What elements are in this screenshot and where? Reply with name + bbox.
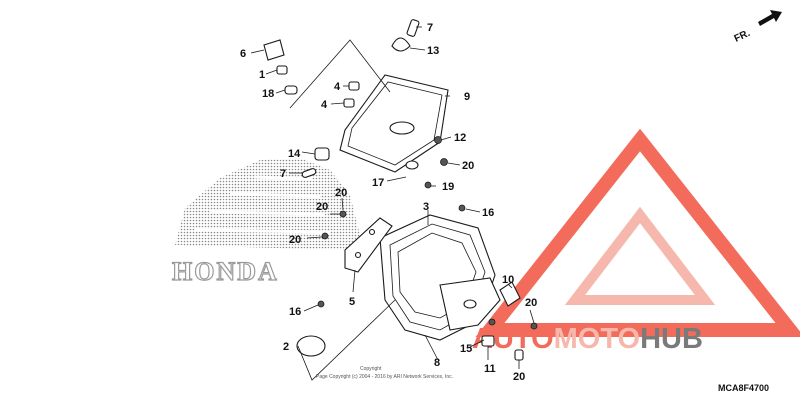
front-direction-arrow bbox=[758, 10, 782, 26]
callout-17: 17 bbox=[372, 177, 384, 189]
callout-20: 20 bbox=[513, 371, 525, 383]
callout-20: 20 bbox=[289, 234, 301, 246]
callout-labels: 7 13 6 1 18 4 4 9 14 12 20 7 17 19 20 20… bbox=[240, 22, 537, 383]
direction-label: FR. bbox=[733, 28, 752, 45]
callout-18: 18 bbox=[262, 88, 274, 100]
callout-20: 20 bbox=[335, 187, 347, 199]
callout-6: 6 bbox=[240, 48, 246, 60]
copyright-text: Page Copyright (c) 2004 - 2016 by ARI Ne… bbox=[316, 374, 453, 380]
callout-20: 20 bbox=[462, 160, 474, 172]
honda-wordmark: HONDA bbox=[172, 257, 279, 286]
callout-3: 3 bbox=[423, 201, 429, 213]
callout-12: 12 bbox=[454, 132, 466, 144]
watermark-hub: HUB bbox=[640, 323, 703, 355]
callout-10: 10 bbox=[502, 274, 514, 286]
copyright-heading: Copyright bbox=[360, 366, 382, 372]
storage-box bbox=[379, 214, 501, 341]
callout-4: 4 bbox=[334, 81, 341, 93]
leader-lines bbox=[250, 26, 535, 381]
callout-9: 9 bbox=[464, 91, 470, 103]
callout-2: 2 bbox=[283, 341, 289, 353]
lid-cover bbox=[339, 74, 449, 173]
figure-code: MCA8F4700 bbox=[718, 383, 769, 393]
watermark-moto: MOTO bbox=[554, 323, 640, 355]
honda-wing-logo bbox=[175, 158, 360, 250]
callout-4: 4 bbox=[321, 99, 328, 111]
callout-16: 16 bbox=[289, 306, 301, 318]
callout-20: 20 bbox=[525, 297, 537, 309]
callout-1: 1 bbox=[259, 69, 265, 81]
callout-13: 13 bbox=[427, 45, 439, 57]
callout-5: 5 bbox=[349, 296, 355, 308]
callout-15: 15 bbox=[460, 343, 472, 355]
callout-14: 14 bbox=[288, 148, 301, 160]
watermark-logo bbox=[475, 128, 800, 337]
watermark-text: AUTOMOTOHUB bbox=[472, 323, 703, 355]
callout-11: 11 bbox=[484, 363, 496, 375]
callout-7: 7 bbox=[427, 22, 433, 34]
callout-19: 19 bbox=[442, 181, 454, 193]
callout-20: 20 bbox=[316, 201, 328, 213]
callout-8: 8 bbox=[434, 357, 440, 369]
callout-16: 16 bbox=[482, 207, 494, 219]
mounting-bracket bbox=[344, 217, 393, 273]
callout-7: 7 bbox=[280, 168, 286, 180]
